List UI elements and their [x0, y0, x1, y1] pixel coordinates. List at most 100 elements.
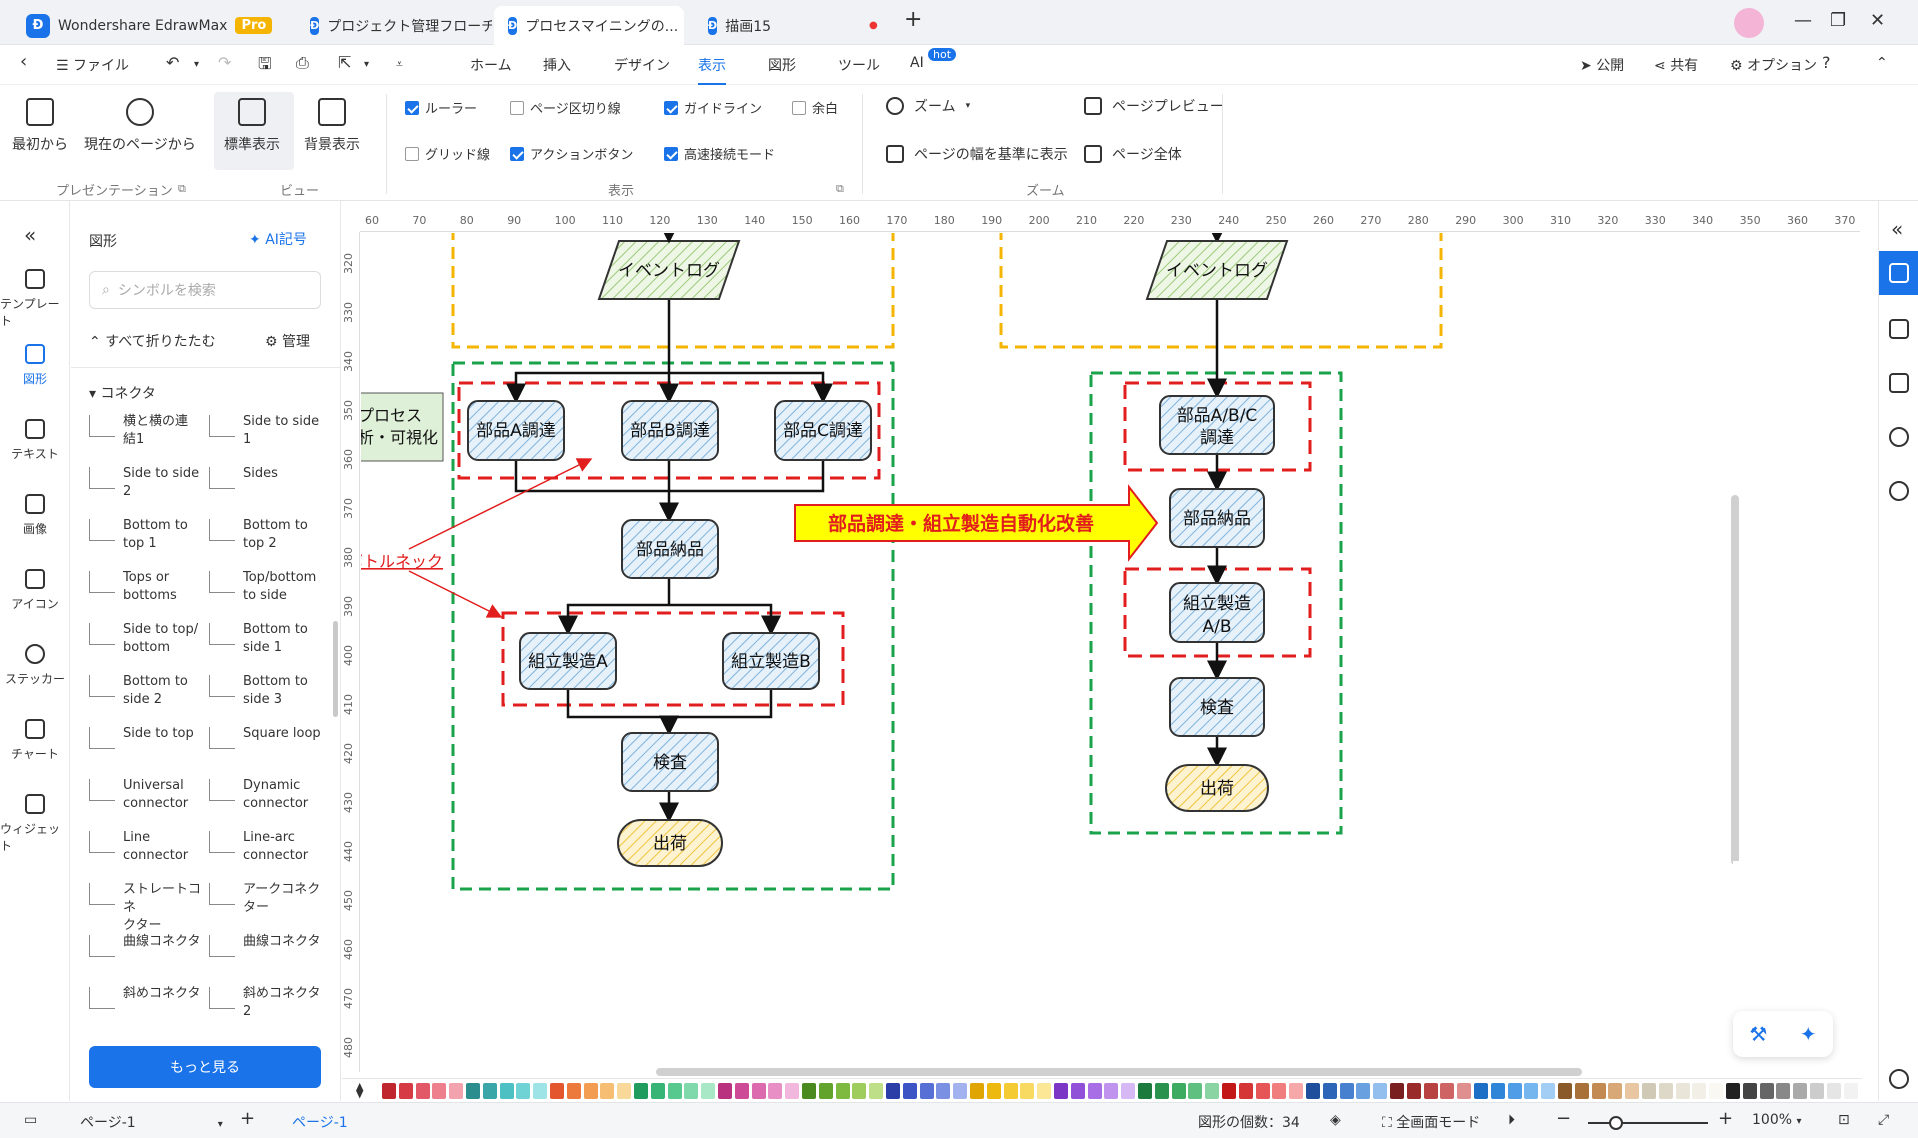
layers-icon[interactable]: ◈ — [1330, 1112, 1341, 1128]
collapse-ribbon-icon[interactable]: ⌃ — [1876, 55, 1888, 71]
connector-item[interactable]: 斜めコネクタ — [89, 985, 207, 1009]
color-swatch[interactable] — [835, 1083, 850, 1099]
fit-width-button[interactable]: ページの幅を基準に表示 — [886, 144, 1068, 164]
color-swatch[interactable] — [600, 1083, 615, 1099]
color-swatch[interactable] — [1003, 1083, 1018, 1099]
color-swatch[interactable] — [919, 1083, 934, 1099]
undo-icon[interactable]: ↶ — [166, 53, 180, 72]
save-icon[interactable]: 🖫 — [258, 54, 272, 73]
grid-checkbox[interactable]: グリッド線 — [405, 144, 490, 163]
color-swatch[interactable] — [1524, 1083, 1539, 1099]
color-swatch[interactable] — [869, 1083, 884, 1099]
connector-item[interactable]: 横と横の連結1 — [89, 413, 207, 449]
color-swatch[interactable] — [1507, 1083, 1522, 1099]
color-swatch[interactable] — [1625, 1083, 1640, 1099]
page-selector[interactable]: ページ-1▾ — [80, 1112, 223, 1132]
expand-right-panel-icon[interactable]: « — [1891, 217, 1904, 241]
canvas[interactable]: イベントログ 部品A調達 部品B調達 部品C調達 部品納品 組立製造A 組立製造… — [361, 233, 1861, 1068]
color-swatch[interactable] — [768, 1083, 783, 1099]
color-swatch[interactable] — [617, 1083, 632, 1099]
more-shapes-button[interactable]: もっと見る — [89, 1046, 321, 1088]
color-swatch[interactable] — [1188, 1083, 1203, 1099]
connector-item[interactable]: Sides — [209, 465, 327, 489]
color-swatch[interactable] — [970, 1083, 984, 1099]
color-swatch[interactable] — [650, 1083, 665, 1099]
redo-icon[interactable]: ↷ — [218, 53, 232, 72]
standard-view-button[interactable]: 標準表示 — [224, 98, 280, 154]
color-swatch[interactable] — [1104, 1083, 1119, 1099]
fill-bucket-icon[interactable]: ⧫ — [356, 1081, 364, 1099]
color-swatch[interactable] — [482, 1083, 497, 1099]
menu-design[interactable]: デザイン — [614, 58, 670, 74]
color-swatch[interactable] — [466, 1083, 480, 1099]
color-swatch[interactable] — [1289, 1083, 1304, 1099]
connector-item[interactable]: Square loop — [209, 725, 327, 749]
color-swatch[interactable] — [1574, 1083, 1589, 1099]
tab-drawing15[interactable]: Ð 描画15 ● — [694, 6, 884, 45]
menu-home[interactable]: ホーム — [470, 58, 512, 74]
avatar[interactable] — [1734, 8, 1764, 38]
manage-button[interactable]: ⚙ 管理 — [265, 334, 311, 350]
color-swatch[interactable] — [1390, 1083, 1404, 1099]
options-button[interactable]: ⚙ オプション — [1730, 58, 1818, 74]
nav-widget[interactable]: ウィジェット — [0, 794, 70, 854]
color-swatch[interactable] — [1020, 1083, 1035, 1099]
color-swatch[interactable] — [802, 1083, 816, 1099]
color-swatch[interactable] — [1541, 1083, 1556, 1099]
color-swatch[interactable] — [550, 1083, 564, 1099]
restore-icon[interactable]: ❐ — [1830, 10, 1847, 31]
present-from-current-button[interactable]: 現在のページから — [84, 98, 196, 154]
color-swatch[interactable] — [499, 1083, 514, 1099]
nav-chart[interactable]: チャート — [0, 719, 70, 762]
color-swatch[interactable] — [902, 1083, 917, 1099]
group-expand-icon[interactable]: ⧉ — [178, 182, 186, 195]
color-swatch[interactable] — [1692, 1083, 1707, 1099]
color-swatch[interactable] — [1558, 1083, 1572, 1099]
color-swatch[interactable] — [684, 1083, 699, 1099]
publish-button[interactable]: ➤ 公開 — [1580, 58, 1625, 74]
nav-image[interactable]: 画像 — [0, 494, 70, 537]
zoom-slider-track[interactable] — [1588, 1122, 1708, 1124]
color-swatch[interactable] — [1138, 1083, 1152, 1099]
color-swatch[interactable] — [1759, 1083, 1774, 1099]
color-swatch[interactable] — [1843, 1083, 1858, 1099]
export-icon[interactable]: ⇱ — [338, 53, 352, 72]
fullscreen-icon[interactable]: ⤢ — [1878, 1112, 1890, 1128]
menu-shape[interactable]: 図形 — [768, 58, 796, 74]
color-swatch[interactable] — [1474, 1083, 1488, 1099]
page-preview-button[interactable]: ページプレビュー — [1084, 96, 1224, 116]
color-swatch[interactable] — [1642, 1083, 1656, 1099]
presentation-icon[interactable] — [1889, 373, 1909, 393]
help-circle-icon[interactable] — [1889, 481, 1909, 501]
color-swatch[interactable] — [986, 1083, 1001, 1099]
connector-item[interactable]: ストレートコネクター — [89, 881, 207, 935]
sparkle-icon[interactable]: ✦ — [1799, 1022, 1817, 1046]
quick-access-dropdown-icon[interactable]: ⩡ — [396, 57, 403, 71]
color-swatch[interactable] — [785, 1083, 800, 1099]
page-settings-icon[interactable] — [1889, 319, 1909, 339]
color-swatch[interactable] — [936, 1083, 951, 1099]
color-swatch[interactable] — [583, 1083, 598, 1099]
print-icon[interactable]: ⎙ — [296, 53, 309, 72]
color-swatch[interactable] — [432, 1083, 447, 1099]
color-swatch[interactable] — [1339, 1083, 1354, 1099]
connector-item[interactable]: Side to top — [89, 725, 207, 749]
nav-template[interactable]: テンプレート — [0, 269, 70, 329]
page-break-checkbox[interactable]: ページ区切り線 — [510, 98, 621, 117]
color-swatch[interactable] — [398, 1083, 413, 1099]
color-swatch[interactable] — [566, 1083, 581, 1099]
color-swatch[interactable] — [1373, 1083, 1388, 1099]
color-swatch[interactable] — [382, 1083, 396, 1099]
color-swatch[interactable] — [751, 1083, 766, 1099]
color-swatch[interactable] — [1306, 1083, 1320, 1099]
